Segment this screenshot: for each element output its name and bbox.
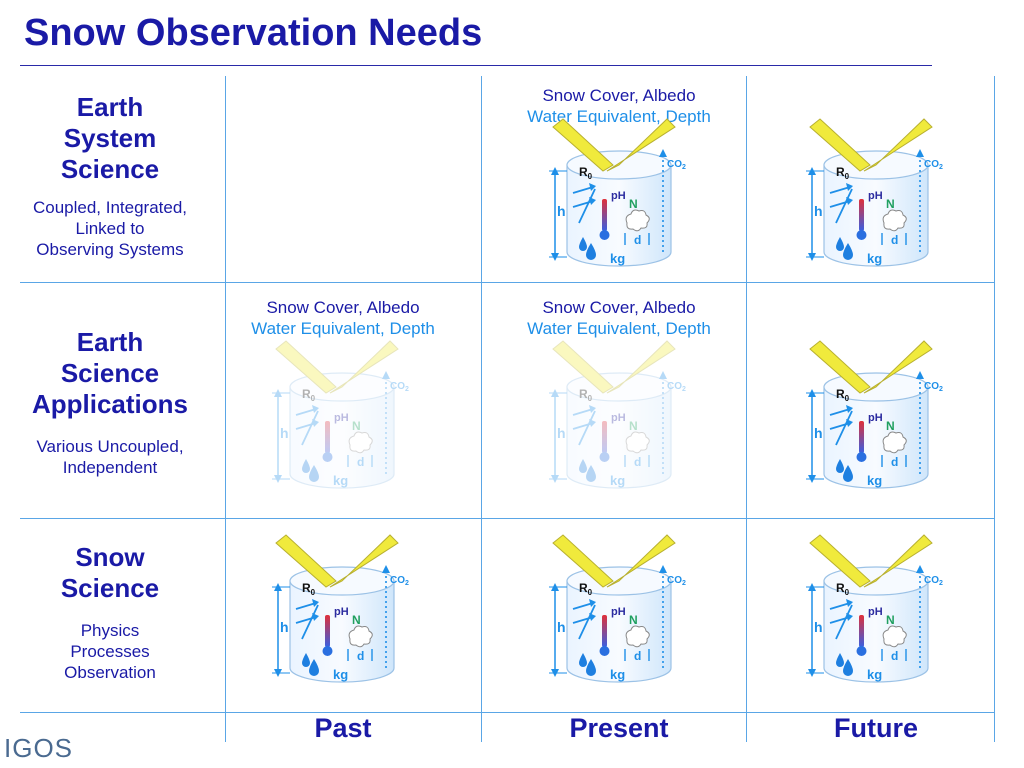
svg-text:h: h (280, 425, 289, 441)
snowpack-icon-esa-past: CO2 R0 h pH N d kg (268, 337, 438, 497)
label-water-equivalent-depth: Water Equivalent, Depth (527, 319, 711, 338)
svg-text:h: h (814, 203, 823, 219)
row-heading-earth-science-applications: Earth Science Applications Various Uncou… (0, 327, 220, 478)
label-water-equivalent-depth: Water Equivalent, Depth (251, 319, 435, 338)
page-title: Snow Observation Needs (24, 12, 483, 54)
cell-label-esa-past: Snow Cover, Albedo Water Equivalent, Dep… (215, 297, 471, 339)
svg-text:kg: kg (610, 473, 625, 488)
svg-text:d: d (891, 455, 898, 469)
svg-text:d: d (357, 649, 364, 663)
label-snow-cover-albedo: Snow Cover, Albedo (266, 298, 420, 317)
snowpack-icon-esa-present: CO2 R0 h pH N d kg (545, 337, 715, 497)
row-title: Earth System Science (60, 92, 160, 184)
svg-text:CO2: CO2 (667, 381, 686, 393)
svg-text:N: N (352, 419, 361, 433)
svg-text:CO2: CO2 (667, 159, 686, 171)
svg-text:CO2: CO2 (924, 159, 943, 171)
grid-line-row3 (20, 712, 995, 713)
svg-text:CO2: CO2 (667, 575, 686, 587)
svg-text:h: h (814, 619, 823, 635)
svg-text:d: d (891, 649, 898, 663)
svg-text:N: N (352, 613, 361, 627)
svg-text:h: h (557, 619, 566, 635)
svg-text:CO2: CO2 (390, 575, 409, 587)
label-snow-cover-albedo: Snow Cover, Albedo (542, 86, 696, 105)
row-heading-earth-system-science: Earth System Science Coupled, Integrated… (0, 92, 220, 260)
grid-line-col1 (225, 76, 226, 742)
svg-text:pH: pH (868, 606, 883, 618)
row-subtext: Various Uncoupled, Independent (36, 437, 184, 477)
svg-text:d: d (634, 649, 641, 663)
svg-text:CO2: CO2 (390, 381, 409, 393)
row-title: Snow Science (60, 542, 160, 603)
grid-line-col4 (994, 76, 995, 742)
row-title: Earth Science Applications (31, 327, 188, 419)
svg-text:pH: pH (334, 412, 349, 424)
svg-text:d: d (634, 455, 641, 469)
svg-text:N: N (629, 197, 638, 211)
svg-text:pH: pH (868, 190, 883, 202)
grid-line-col2 (481, 76, 482, 742)
row-heading-snow-science: Snow Science Physics Processes Observati… (0, 542, 220, 683)
snowpack-icon-ss-past: CO2 R0 h pH N d kg (268, 531, 438, 691)
row-subtext: Physics Processes Observation (64, 621, 156, 682)
grid-line-row1 (20, 282, 995, 283)
svg-text:pH: pH (611, 190, 626, 202)
column-heading-past: Past (314, 713, 372, 743)
snowpack-icon-ss-present: CO2 R0 h pH N d kg (545, 531, 715, 691)
svg-text:d: d (891, 233, 898, 247)
svg-text:N: N (629, 613, 638, 627)
svg-text:h: h (557, 203, 566, 219)
svg-text:d: d (357, 455, 364, 469)
grid-line-col3 (746, 76, 747, 742)
svg-text:kg: kg (867, 667, 882, 682)
svg-text:pH: pH (868, 412, 883, 424)
svg-text:kg: kg (333, 473, 348, 488)
svg-text:kg: kg (610, 667, 625, 682)
svg-text:h: h (280, 619, 289, 635)
svg-text:h: h (814, 425, 823, 441)
grid-line-row2 (20, 518, 995, 519)
svg-text:pH: pH (334, 606, 349, 618)
svg-text:N: N (886, 197, 895, 211)
svg-text:pH: pH (611, 606, 626, 618)
snowpack-icon-ess-future: CO2 R0 h pH N d kg (802, 115, 972, 275)
svg-text:pH: pH (611, 412, 626, 424)
svg-text:CO2: CO2 (924, 575, 943, 587)
column-heading-present: Present (569, 713, 669, 743)
snowpack-icon-esa-future: CO2 R0 h pH N d kg (802, 337, 972, 497)
row-subtext: Coupled, Integrated, Linked to Observing… (32, 198, 188, 259)
label-snow-cover-albedo: Snow Cover, Albedo (542, 298, 696, 317)
svg-text:N: N (629, 419, 638, 433)
svg-text:kg: kg (333, 667, 348, 682)
svg-text:N: N (886, 419, 895, 433)
title-rule (20, 65, 932, 66)
snowpack-icon-ess-present: CO2 R0 h pH N d kg (545, 115, 715, 275)
cell-label-esa-present: Snow Cover, Albedo Water Equivalent, Dep… (491, 297, 747, 339)
svg-text:kg: kg (610, 251, 625, 266)
column-heading-future: Future (834, 713, 918, 743)
svg-text:kg: kg (867, 473, 882, 488)
igos-logo: IGOS (4, 733, 74, 763)
svg-text:kg: kg (867, 251, 882, 266)
svg-text:CO2: CO2 (924, 381, 943, 393)
snowpack-icon-ss-future: CO2 R0 h pH N d kg (802, 531, 972, 691)
svg-text:h: h (557, 425, 566, 441)
svg-text:d: d (634, 233, 641, 247)
svg-text:N: N (886, 613, 895, 627)
